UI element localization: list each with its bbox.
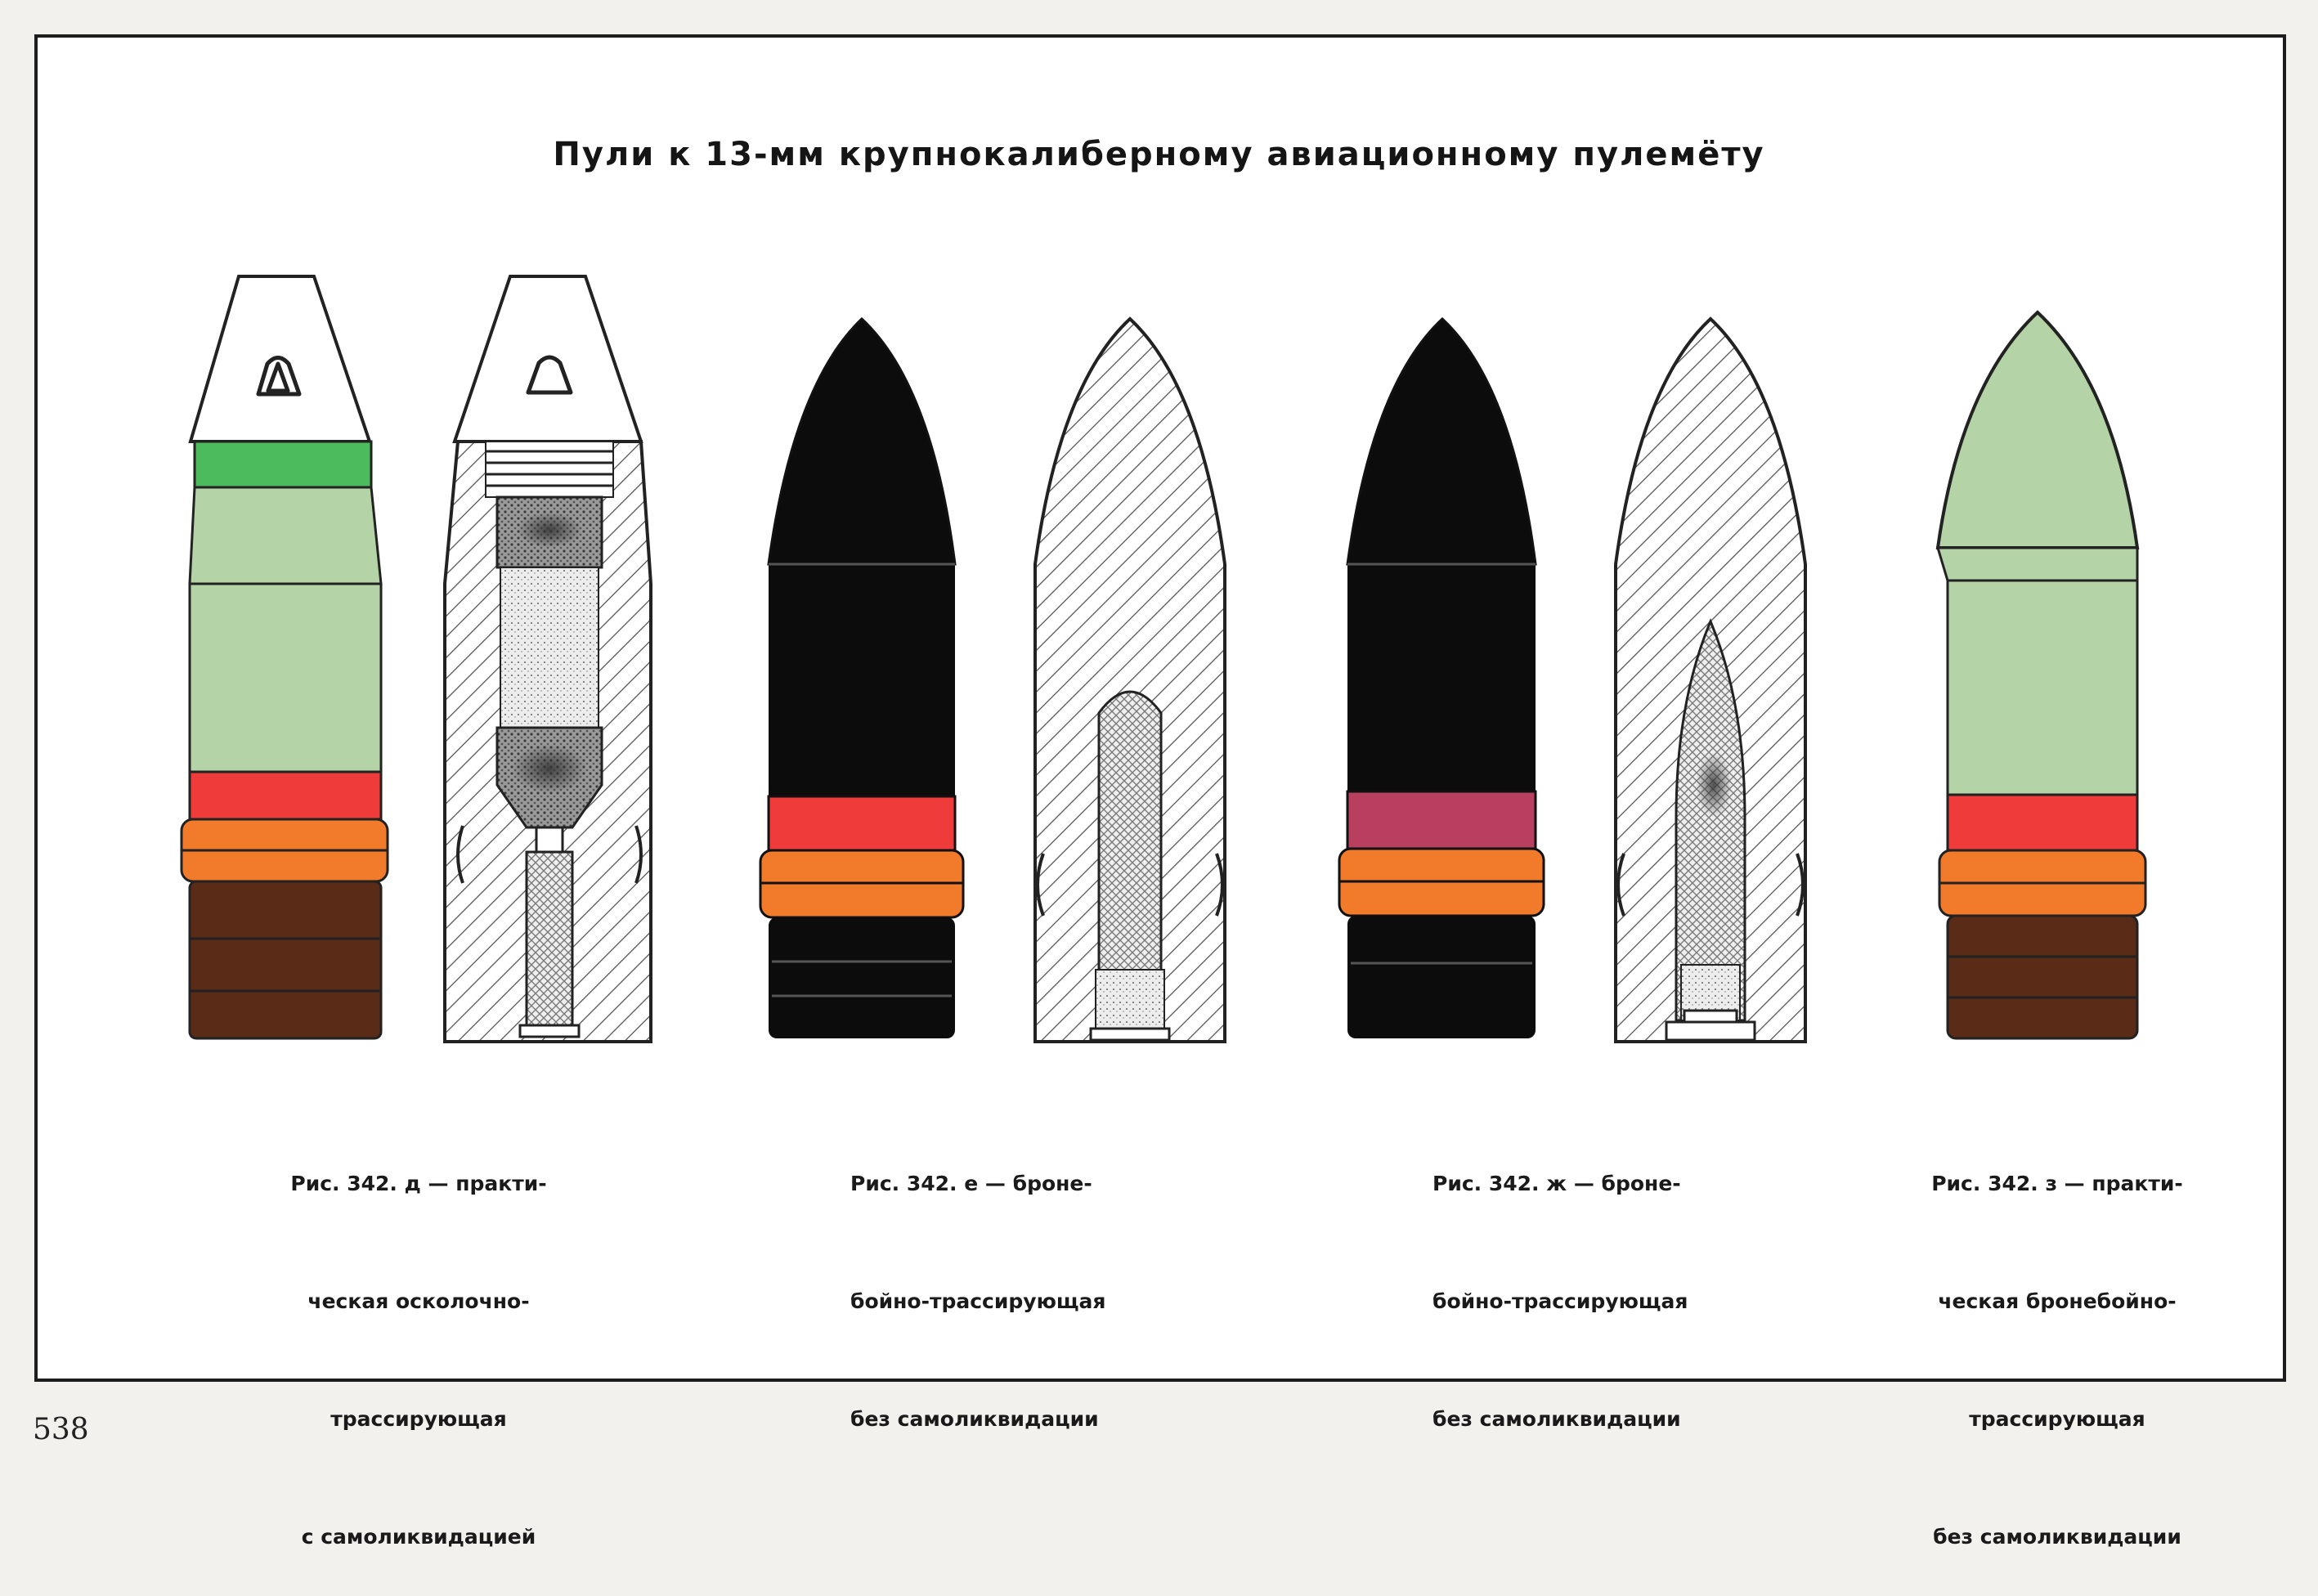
caption-line: с самоликвидацией bbox=[301, 1525, 536, 1549]
page-number: 538 bbox=[33, 1413, 89, 1446]
caption-line: трассирующая bbox=[330, 1407, 507, 1431]
bullet-zh-cutaway bbox=[1614, 316, 1807, 1043]
caption-figure-zh: Рис. 342. ж — броне- бойно-трассирующая … bbox=[1432, 1086, 1792, 1478]
caption-line: ческая осколочно- bbox=[307, 1289, 530, 1313]
triangle-mark-icon bbox=[266, 361, 290, 393]
bullet-d-exterior bbox=[180, 275, 389, 1040]
figure-title: Пули к 13-мм крупнокалиберному авиационн… bbox=[553, 136, 1765, 173]
bullet-d-cutaway bbox=[443, 275, 652, 1043]
bullet-z-exterior bbox=[1935, 310, 2147, 1040]
caption-figure-d: Рис. 342. д — практи- ческая осколочно- … bbox=[239, 1086, 599, 1596]
bullet-e-exterior bbox=[759, 316, 965, 1038]
bullets-illustration bbox=[180, 275, 2147, 1043]
bullet-e-cutaway bbox=[1033, 316, 1226, 1043]
caption-line: Рис. 342. е — броне- bbox=[850, 1172, 1092, 1195]
caption-figure-z: Рис. 342. з — практи- ческая бронебойно-… bbox=[1877, 1086, 2237, 1596]
caption-figure-e: Рис. 342. е — броне- бойно-трассирующая … bbox=[850, 1086, 1210, 1478]
caption-line: без самоликвидации bbox=[1432, 1407, 1681, 1431]
caption-line: Рис. 342. з — практи- bbox=[1931, 1172, 2183, 1195]
caption-line: Рис. 342. д — практи- bbox=[290, 1172, 547, 1195]
bullet-zh-exterior bbox=[1338, 316, 1545, 1038]
caption-line: Рис. 342. ж — броне- bbox=[1432, 1172, 1681, 1195]
caption-line: без самоликвидации bbox=[850, 1407, 1099, 1431]
caption-line: трассирующая bbox=[1969, 1407, 2145, 1431]
caption-line: бойно-трассирующая bbox=[850, 1289, 1106, 1313]
caption-line: бойно-трассирующая bbox=[1432, 1289, 1688, 1313]
caption-line: без самоликвидации bbox=[1933, 1525, 2181, 1549]
caption-line: ческая бронебойно- bbox=[1938, 1289, 2177, 1313]
